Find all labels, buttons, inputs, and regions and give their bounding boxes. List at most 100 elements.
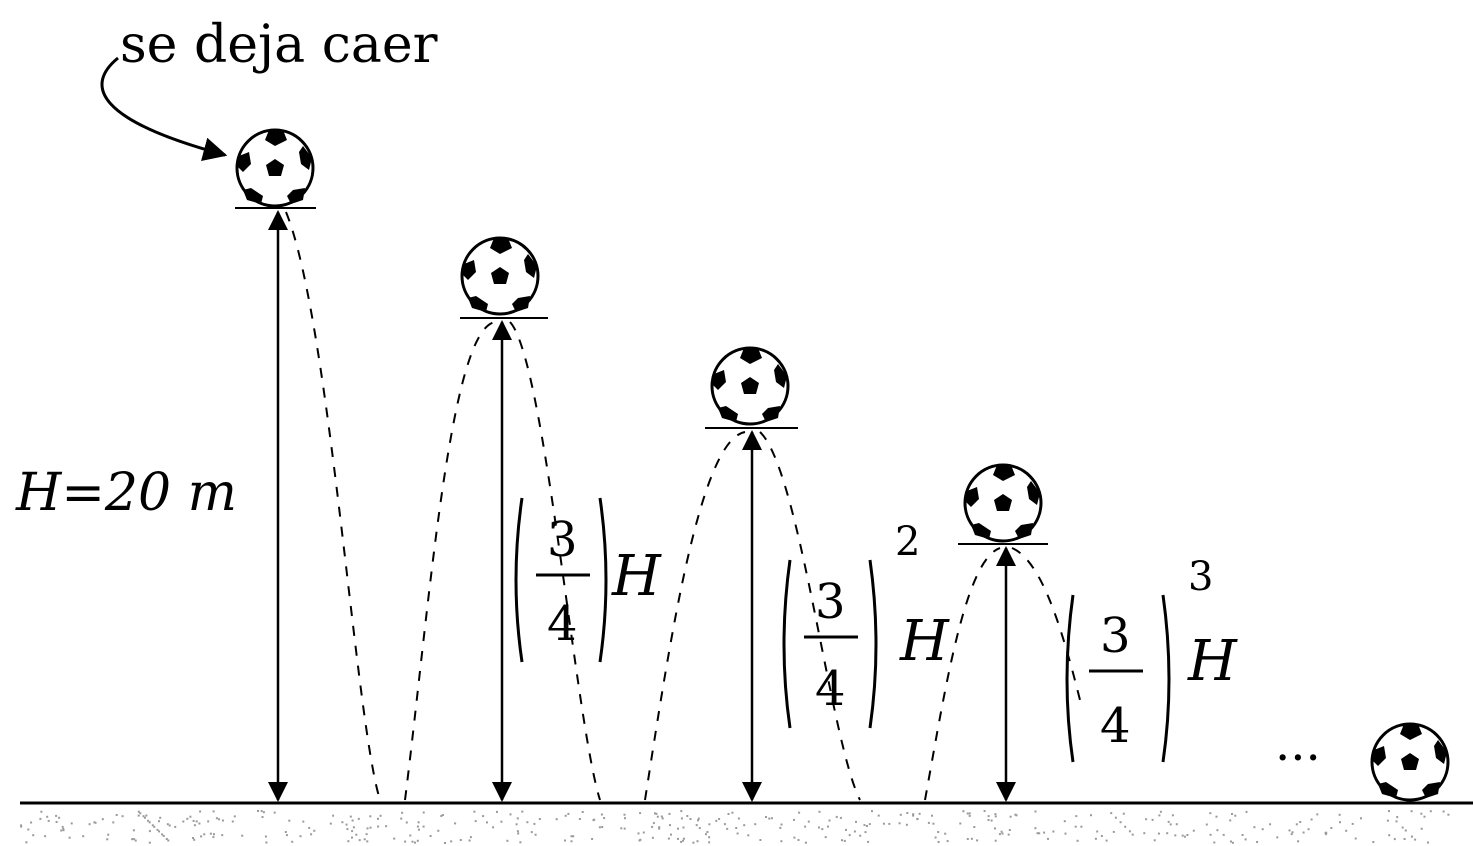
- ground-speck: [1307, 828, 1310, 831]
- ground-speck: [198, 822, 201, 825]
- ground-speck: [429, 835, 432, 837]
- ground-speck: [793, 836, 796, 839]
- ground-speck: [199, 810, 202, 813]
- fraction-numerator: 3: [815, 574, 846, 630]
- ground-speck: [683, 837, 685, 840]
- ground-speck: [1063, 820, 1066, 823]
- ground-speck: [912, 814, 915, 817]
- ground-speck: [843, 839, 846, 842]
- ground-speck: [1122, 812, 1125, 815]
- ground-speck: [1338, 813, 1341, 816]
- ground-speck: [867, 840, 870, 843]
- ground-speck: [990, 819, 993, 822]
- ground-speck: [416, 839, 419, 842]
- ground-speck: [797, 839, 800, 841]
- ground-speck: [166, 823, 169, 826]
- ground-speck: [212, 810, 215, 813]
- ground-speck: [624, 817, 626, 820]
- ground-speck: [1076, 839, 1079, 842]
- ground-speck: [1290, 833, 1293, 836]
- ground-speck: [934, 836, 937, 839]
- ground-speck: [1388, 834, 1391, 837]
- ground-speck: [669, 824, 671, 827]
- ground-speck: [1192, 829, 1195, 832]
- ground-speck: [680, 840, 683, 843]
- ground-speck: [148, 821, 151, 824]
- ground-speck: [968, 812, 971, 815]
- ground-speck: [139, 812, 142, 815]
- fraction-numerator: 3: [547, 512, 578, 568]
- ground-speck: [853, 830, 856, 833]
- exponent: 3: [1188, 554, 1213, 600]
- ground-speck: [827, 825, 829, 828]
- ground-speck: [1007, 833, 1010, 836]
- ground-speck: [58, 816, 61, 819]
- ground-speck: [642, 831, 645, 834]
- ground-speck: [486, 821, 488, 824]
- ground-speck: [623, 813, 626, 816]
- ground-speck: [186, 817, 189, 820]
- ground-speck: [1354, 837, 1357, 840]
- ground-speck: [526, 821, 529, 824]
- ground-speck: [332, 814, 335, 817]
- ground-speck: [759, 839, 762, 841]
- ground-speck: [231, 820, 234, 823]
- ground-speck: [564, 814, 567, 817]
- ground-speck: [193, 838, 196, 841]
- ground-speck: [848, 834, 851, 837]
- ground-speck: [366, 840, 369, 843]
- ground-speck: [174, 825, 177, 828]
- ground-speck: [1157, 832, 1160, 835]
- ground-speck: [868, 823, 871, 826]
- ground-speck: [1153, 839, 1156, 842]
- height-label-third-bounce: 3 4 3 H: [1065, 554, 1238, 763]
- ground-speck: [1171, 814, 1174, 817]
- ground-speck: [144, 816, 146, 819]
- ground-speck: [1131, 833, 1134, 836]
- ground-speck: [1213, 841, 1216, 844]
- ground-speck: [416, 825, 419, 828]
- ground-speck: [987, 815, 990, 818]
- ground-speck: [754, 823, 757, 826]
- exponent: 2: [895, 519, 920, 565]
- height-symbol: H: [1187, 629, 1238, 694]
- ground-speck: [273, 811, 276, 814]
- ground-speck: [32, 834, 35, 837]
- ground-speck: [192, 819, 195, 822]
- ground-speck: [437, 829, 440, 832]
- ground-speck: [620, 827, 623, 830]
- ground-speck: [692, 841, 695, 844]
- ground-speck: [1276, 836, 1279, 839]
- ground-speck: [638, 839, 641, 842]
- ground-speck: [132, 829, 135, 832]
- ground-speck: [899, 813, 902, 816]
- ground-speck: [1351, 822, 1354, 825]
- ground-speck: [417, 821, 420, 824]
- ground-speck: [25, 841, 28, 844]
- ground-speck: [299, 835, 302, 838]
- ground-speck: [677, 827, 679, 830]
- ground-speck: [1094, 837, 1097, 840]
- ground-speck: [1302, 831, 1305, 834]
- ground-speck: [654, 812, 656, 815]
- ground-speck: [221, 834, 224, 837]
- ground-speck: [637, 832, 640, 835]
- ground-speck: [994, 827, 996, 830]
- ground-speck: [1316, 813, 1319, 816]
- ground-speck: [994, 813, 997, 816]
- ground-speck: [1209, 812, 1212, 815]
- ground-speck: [509, 813, 512, 816]
- ground-speck: [973, 826, 976, 828]
- ground-speck: [937, 831, 940, 833]
- ground-speck: [209, 832, 212, 835]
- soccer-ball-icon: [1370, 722, 1450, 802]
- ground-speck: [145, 814, 148, 817]
- fraction-denominator: 4: [547, 596, 578, 652]
- ground-speck: [158, 830, 160, 833]
- ground-speck: [538, 818, 541, 820]
- ground-speck: [20, 824, 22, 827]
- ground-speck: [735, 827, 738, 829]
- ground-speck: [167, 839, 170, 842]
- ground-speck: [422, 811, 425, 814]
- ground-speck: [1393, 838, 1396, 841]
